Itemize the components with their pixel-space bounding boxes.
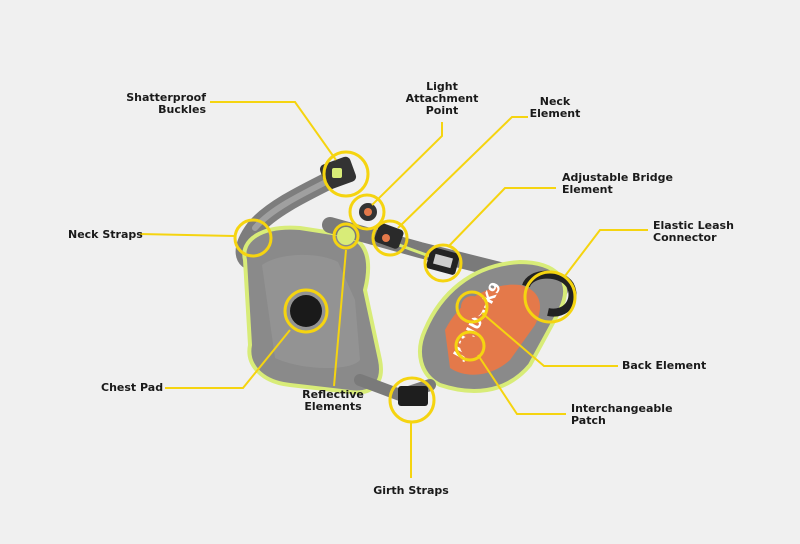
- callout-line-reflective: [333, 249, 347, 387]
- label-elastic-leash-connector: Elastic Leash Connector: [653, 219, 734, 244]
- callout-circle-neck-element: [371, 219, 409, 257]
- label-back-element: Back Element: [622, 359, 707, 372]
- callout-line-neck-element: [397, 116, 528, 229]
- callout-line-neck-straps: [139, 233, 235, 237]
- callout-circles: [233, 150, 577, 424]
- callout-line-buckles: [210, 101, 337, 161]
- label-adjustable-bridge-element: Adjustable Bridge Element: [562, 171, 673, 196]
- callout-line-light: [371, 122, 443, 206]
- callout-lines: [139, 101, 648, 478]
- callout-circle-neck-straps: [233, 218, 273, 258]
- callout-line-leash: [564, 229, 648, 277]
- callout-line-chest-pad: [165, 329, 291, 389]
- label-neck-element: Neck Element: [529, 95, 581, 120]
- label-light-attachment-point: Light Attachment Point: [405, 80, 479, 117]
- label-reflective-elements: Reflective Elements: [302, 388, 364, 413]
- callout-circle-girth: [388, 376, 436, 424]
- callout-circle-light: [348, 193, 386, 231]
- callout-line-patch: [477, 354, 566, 415]
- label-girth-straps: Girth Straps: [373, 484, 449, 497]
- callout-circle-chest-pad: [283, 288, 329, 334]
- callout-circle-reflective: [332, 222, 360, 250]
- callout-circle-buckles: [322, 150, 370, 198]
- label-shatterproof-buckles: Shatterproof Buckles: [126, 91, 206, 116]
- callout-circle-leash: [523, 270, 577, 324]
- label-interchangeable-patch: Interchangeable Patch: [571, 402, 673, 427]
- label-neck-straps: Neck Straps: [68, 228, 143, 241]
- label-chest-pad: Chest Pad: [101, 381, 164, 394]
- harness-illustration: JULIUS-K9: [235, 156, 577, 406]
- callout-line-back-element: [481, 312, 618, 367]
- callout-circle-patch: [454, 330, 486, 362]
- callout-circle-back-element: [455, 290, 489, 324]
- callout-circle-bridge: [423, 243, 463, 283]
- callout-line-bridge: [447, 187, 556, 248]
